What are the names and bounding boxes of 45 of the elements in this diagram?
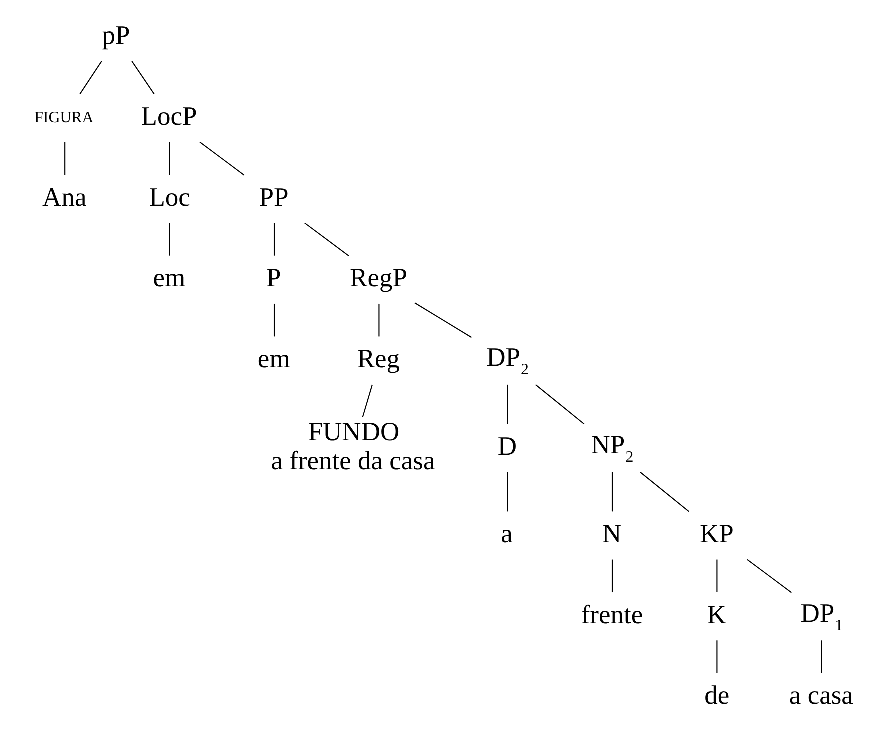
node-text: de xyxy=(704,680,730,710)
connector xyxy=(612,560,614,593)
node-text: em xyxy=(258,344,290,374)
connector xyxy=(536,384,585,425)
node-text: frente xyxy=(581,599,644,630)
connector xyxy=(80,61,102,94)
connector xyxy=(132,61,155,94)
node-text: KP xyxy=(700,518,734,548)
connector xyxy=(362,384,373,418)
connector xyxy=(507,472,508,512)
node-text: a casa xyxy=(789,680,854,710)
node-text: DP$_{1}$ xyxy=(800,598,844,634)
node-text: N xyxy=(602,518,622,548)
connector xyxy=(716,640,718,674)
node-text: LocP xyxy=(141,100,198,131)
connector xyxy=(821,640,822,674)
node-text: FUNDO a frente da casa xyxy=(271,416,436,476)
connector xyxy=(612,472,614,512)
connector xyxy=(169,223,170,256)
connector xyxy=(414,302,472,338)
connector xyxy=(200,142,245,176)
connector xyxy=(747,559,792,594)
connector xyxy=(716,560,718,593)
node-text: D xyxy=(498,430,517,461)
node-text: Reg xyxy=(357,344,400,374)
node-text: Loc xyxy=(149,182,190,212)
connector xyxy=(274,304,276,337)
connector xyxy=(378,304,380,337)
node-text: Ana xyxy=(42,182,87,212)
node-text: P xyxy=(266,262,282,293)
node-text: K xyxy=(707,599,726,630)
node-text: FIGURA xyxy=(34,109,94,126)
node-text: DP$_{2}$ xyxy=(486,342,529,379)
connector xyxy=(274,223,276,256)
connector xyxy=(640,472,690,512)
node-text: NP$_{2}$ xyxy=(591,430,634,466)
connector xyxy=(507,384,508,424)
connector xyxy=(169,142,170,175)
node-text: em xyxy=(153,262,186,293)
node-text: a xyxy=(501,518,513,548)
node-text: pP xyxy=(102,20,130,50)
connector xyxy=(304,222,350,257)
connector xyxy=(64,142,66,175)
node-text: PP xyxy=(259,182,289,212)
node-text: RegP xyxy=(350,262,408,293)
